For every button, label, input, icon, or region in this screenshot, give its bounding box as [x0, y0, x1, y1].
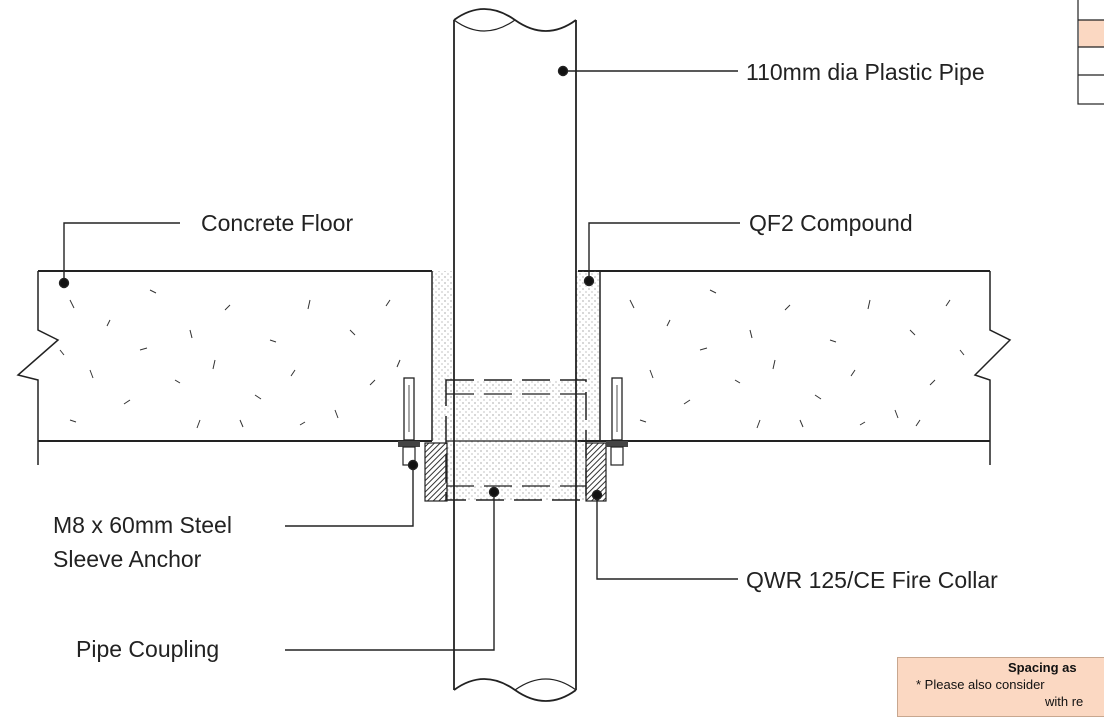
pipe-coupling: [445, 379, 587, 501]
leader-dot-floor: [58, 277, 70, 289]
label-anchor-line2: Sleeve Anchor: [53, 546, 202, 572]
leader-coupling: [285, 492, 495, 651]
leader-dot-coupling: [488, 486, 500, 498]
label-concrete-floor: Concrete Floor: [201, 210, 353, 236]
partial-table: [1077, 0, 1104, 105]
label-fire-collar: QWR 125/CE Fire Collar: [746, 567, 998, 593]
leader-dot-compound: [583, 275, 595, 287]
leader-dot-anchor: [407, 459, 419, 471]
sleeve-anchor-right: [606, 377, 628, 466]
spacing-note-line2: with re: [1045, 694, 1084, 709]
spacing-note-title: Spacing as: [1008, 660, 1077, 675]
leader-anchor: [285, 465, 414, 527]
leader-collar: [596, 495, 738, 580]
spacing-note-line1: * Please also consider: [916, 677, 1045, 692]
label-pipe: 110mm dia Plastic Pipe: [746, 59, 985, 85]
plastic-pipe: [453, 8, 577, 702]
label-anchor-line1: M8 x 60mm Steel: [53, 512, 232, 538]
leader-compound: [588, 222, 740, 281]
label-pipe-coupling: Pipe Coupling: [76, 636, 219, 662]
leader-floor: [63, 222, 180, 283]
concrete-slab-right: [578, 270, 1012, 465]
spacing-note: Spacing as * Please also consider with r…: [897, 657, 1104, 717]
fire-collar-left: [424, 442, 448, 502]
fire-collar-right: [585, 442, 607, 502]
concrete-slab-left: [16, 270, 433, 465]
leader-dot-pipe: [557, 65, 569, 77]
sleeve-anchor-left: [398, 377, 420, 466]
label-qf2-compound: QF2 Compound: [749, 210, 913, 236]
leader-dot-collar: [591, 489, 603, 501]
